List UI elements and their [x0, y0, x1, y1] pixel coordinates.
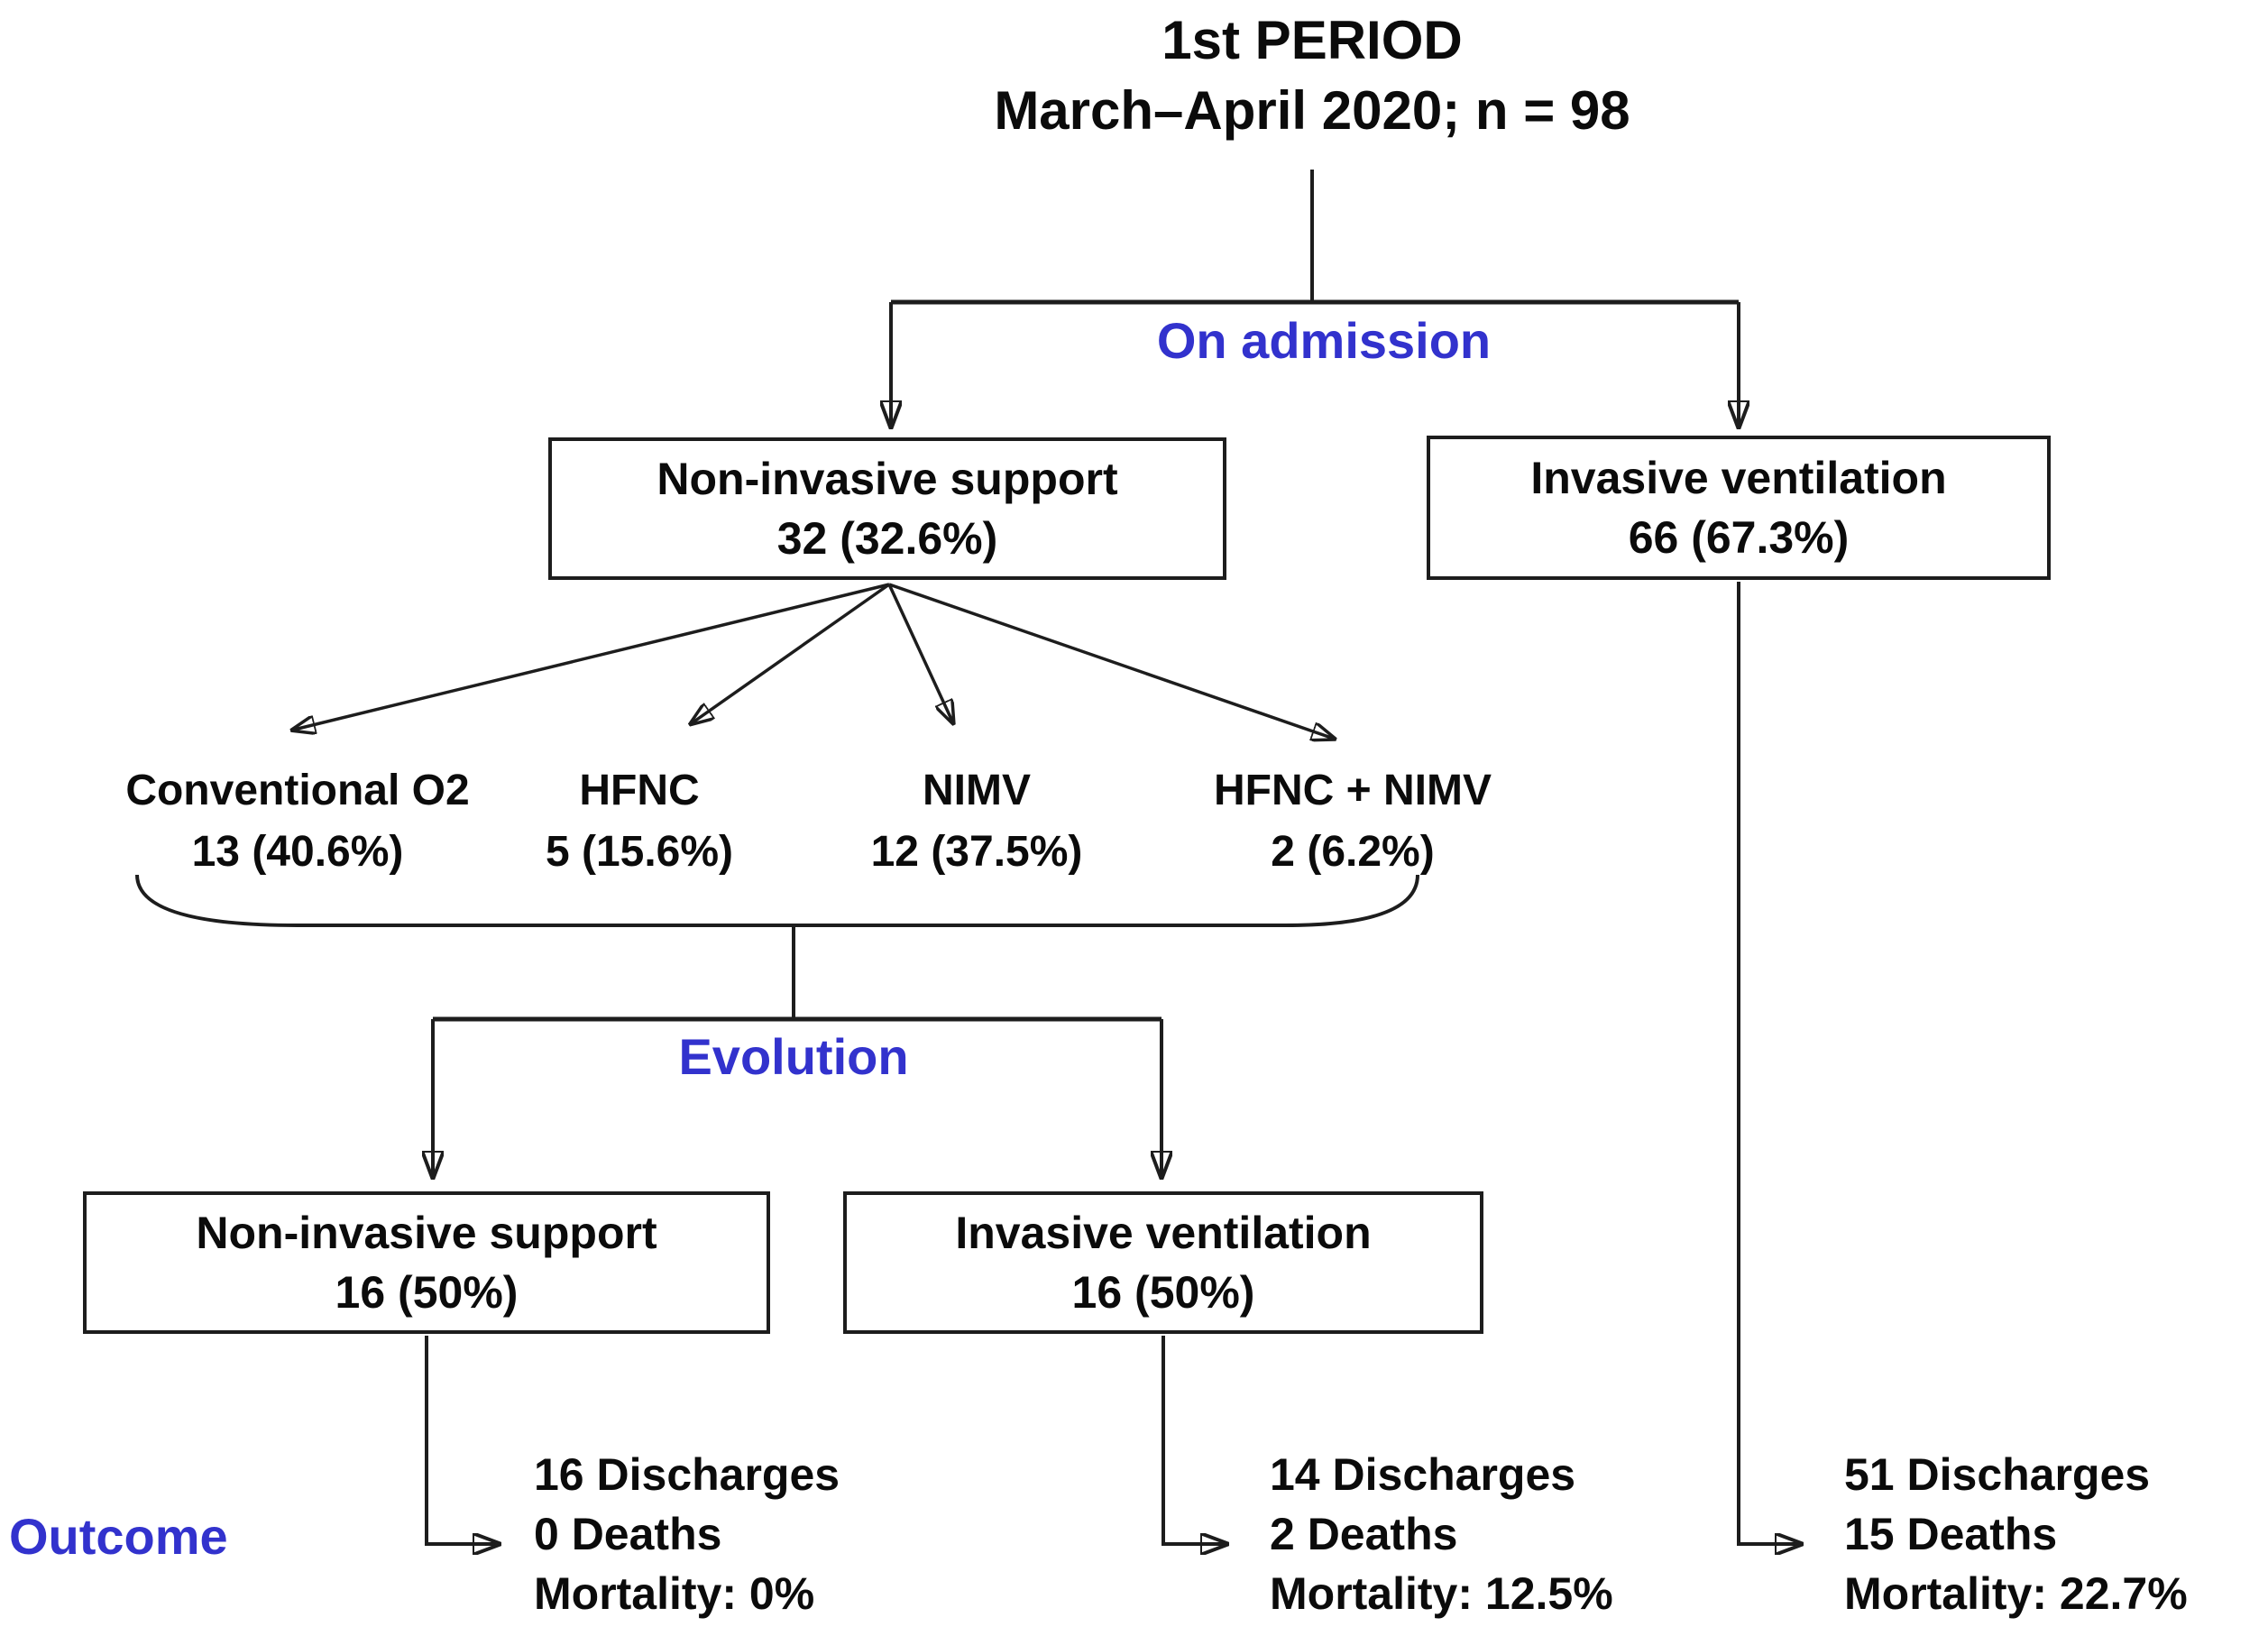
- outcome-discharges: 16 Discharges: [534, 1449, 840, 1500]
- category-hfnc-plus-nimv: HFNC + NIMV 2 (6.2%): [1136, 760, 1569, 883]
- outcome-mortality: Mortality: 0%: [534, 1568, 815, 1619]
- box-label: Non-invasive support: [657, 454, 1118, 504]
- category-label: HFNC + NIMV: [1213, 767, 1492, 814]
- stage-label-evolution: Evolution: [678, 1028, 909, 1085]
- box-value: 16 (50%): [335, 1267, 519, 1318]
- box-admission-noninvasive: Non-invasive support 32 (32.6%): [548, 437, 1226, 580]
- outcome-mortality: Mortality: 22.7%: [1844, 1568, 2188, 1619]
- outcome-admission-invasive: 51 Discharges 15 Deaths Mortality: 22.7%: [1844, 1445, 2188, 1623]
- outcome-evolved-invasive: 14 Discharges 2 Deaths Mortality: 12.5%: [1270, 1445, 1613, 1623]
- stage-label-on-admission: On admission: [1156, 312, 1492, 369]
- group-brace: [135, 874, 1419, 927]
- category-label: NIMV: [923, 767, 1031, 814]
- category-nimv: NIMV 12 (37.5%): [760, 760, 1193, 883]
- box-evolution-noninvasive: Non-invasive support 16 (50%): [83, 1191, 770, 1334]
- fan-arrow-conventional-o2: [290, 583, 890, 731]
- title-line-2: March–April 2020; n = 98: [994, 80, 1630, 141]
- outcome-discharges: 51 Discharges: [1844, 1449, 2151, 1500]
- box-value: 16 (50%): [1071, 1267, 1255, 1318]
- box-value: 32 (32.6%): [776, 513, 998, 564]
- category-value: 2 (6.2%): [1271, 828, 1435, 876]
- category-conventional-o2: Conventional O2 13 (40.6%): [81, 760, 514, 883]
- category-value: 5 (15.6%): [545, 828, 734, 876]
- outcome-mid-elbow-arrow: [1162, 1336, 1229, 1544]
- fan-arrow-hfnc-nimv: [888, 583, 1336, 740]
- box-admission-invasive: Invasive ventilation 66 (67.3%): [1427, 436, 2051, 580]
- box-label: Invasive ventilation: [955, 1208, 1372, 1258]
- stage-label-outcome: Outcome: [9, 1508, 228, 1565]
- box-value: 66 (67.3%): [1628, 512, 1850, 563]
- outcome-noninvasive: 16 Discharges 0 Deaths Mortality: 0%: [534, 1445, 840, 1623]
- box-evolution-invasive: Invasive ventilation 16 (50%): [843, 1191, 1483, 1334]
- outcome-mortality: Mortality: 12.5%: [1270, 1568, 1613, 1619]
- category-label: HFNC: [579, 767, 700, 814]
- category-value: 13 (40.6%): [191, 828, 404, 876]
- outcome-left-elbow-arrow: [425, 1336, 501, 1544]
- outcome-deaths: 2 Deaths: [1270, 1509, 1458, 1559]
- box-label: Non-invasive support: [196, 1208, 657, 1258]
- title-line-1: 1st PERIOD: [1162, 10, 1463, 70]
- outcome-right-elbow-arrow: [1737, 582, 1804, 1544]
- category-label: Conventional O2: [125, 767, 470, 814]
- category-hfnc: HFNC 5 (15.6%): [423, 760, 856, 883]
- box-label: Invasive ventilation: [1530, 453, 1947, 503]
- outcome-deaths: 15 Deaths: [1844, 1509, 2058, 1559]
- outcome-deaths: 0 Deaths: [534, 1509, 722, 1559]
- category-value: 12 (37.5%): [870, 828, 1083, 876]
- diagram-title: 1st PERIOD March–April 2020; n = 98: [857, 5, 1768, 146]
- fan-arrow-hfnc: [689, 583, 891, 725]
- outcome-discharges: 14 Discharges: [1270, 1449, 1576, 1500]
- fan-arrow-nimv: [887, 584, 954, 725]
